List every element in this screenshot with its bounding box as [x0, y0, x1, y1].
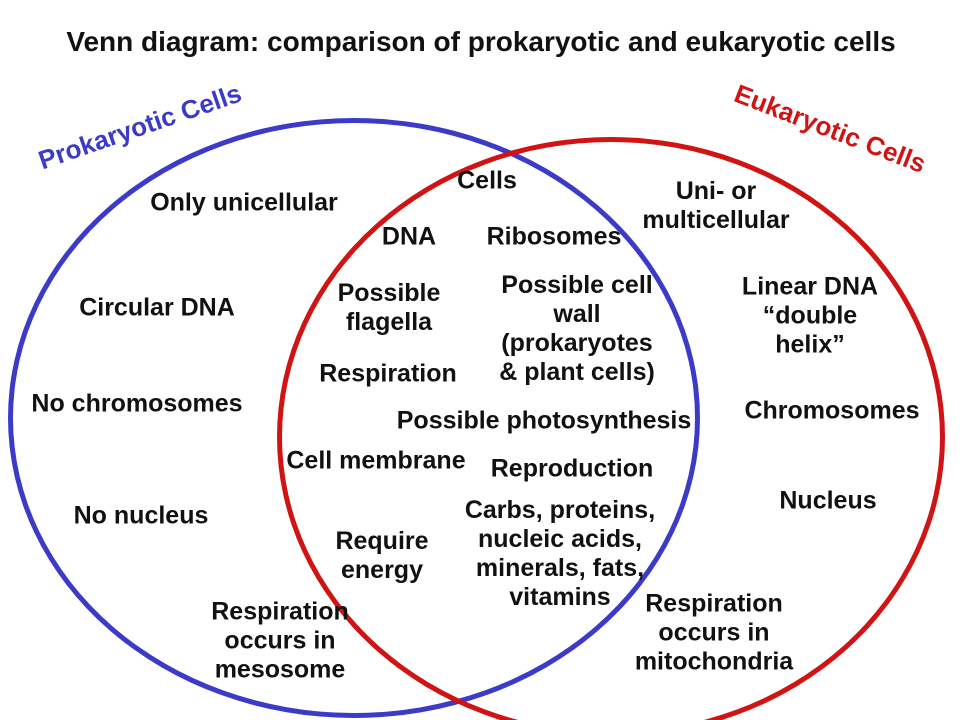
eukaryotic-set-label: Eukaryotic Cells: [730, 78, 930, 179]
label-require-energy: Require energy: [335, 527, 429, 584]
label-reproduction: Reproduction: [490, 454, 654, 483]
label-linear-dna: Linear DNA “double helix”: [741, 272, 879, 359]
label-uni-or-multicellular: Uni- or multicellular: [642, 177, 790, 234]
label-circular-dna: Circular DNA: [79, 293, 235, 322]
label-ribosomes: Ribosomes: [486, 222, 622, 251]
page-title: Venn diagram: comparison of prokaryotic …: [66, 26, 896, 57]
label-possible-photosynthesis: Possible photosynthesis: [396, 406, 692, 435]
label-possible-flagella: Possible flagella: [337, 279, 441, 336]
label-no-nucleus: No nucleus: [73, 501, 209, 530]
label-cells: Cells: [457, 166, 517, 195]
label-respiration-mesosome: Respiration occurs in mesosome: [211, 597, 349, 684]
label-chromosomes: Chromosomes: [744, 396, 920, 425]
label-no-chromosomes: No chromosomes: [31, 389, 243, 418]
label-cell-membrane: Cell membrane: [286, 446, 466, 475]
label-possible-cell-wall: Possible cell wall (prokaryotes & plant …: [499, 271, 655, 386]
label-carbs-proteins: Carbs, proteins, nucleic acids, minerals…: [464, 496, 656, 611]
label-dna: DNA: [381, 222, 437, 251]
label-respiration: Respiration: [319, 359, 457, 388]
label-only-unicellular: Only unicellular: [150, 188, 338, 217]
eukaryotic-circle: [277, 137, 945, 720]
label-respiration-mitochondria: Respiration occurs in mitochondria: [634, 589, 794, 676]
label-nucleus: Nucleus: [779, 486, 877, 515]
